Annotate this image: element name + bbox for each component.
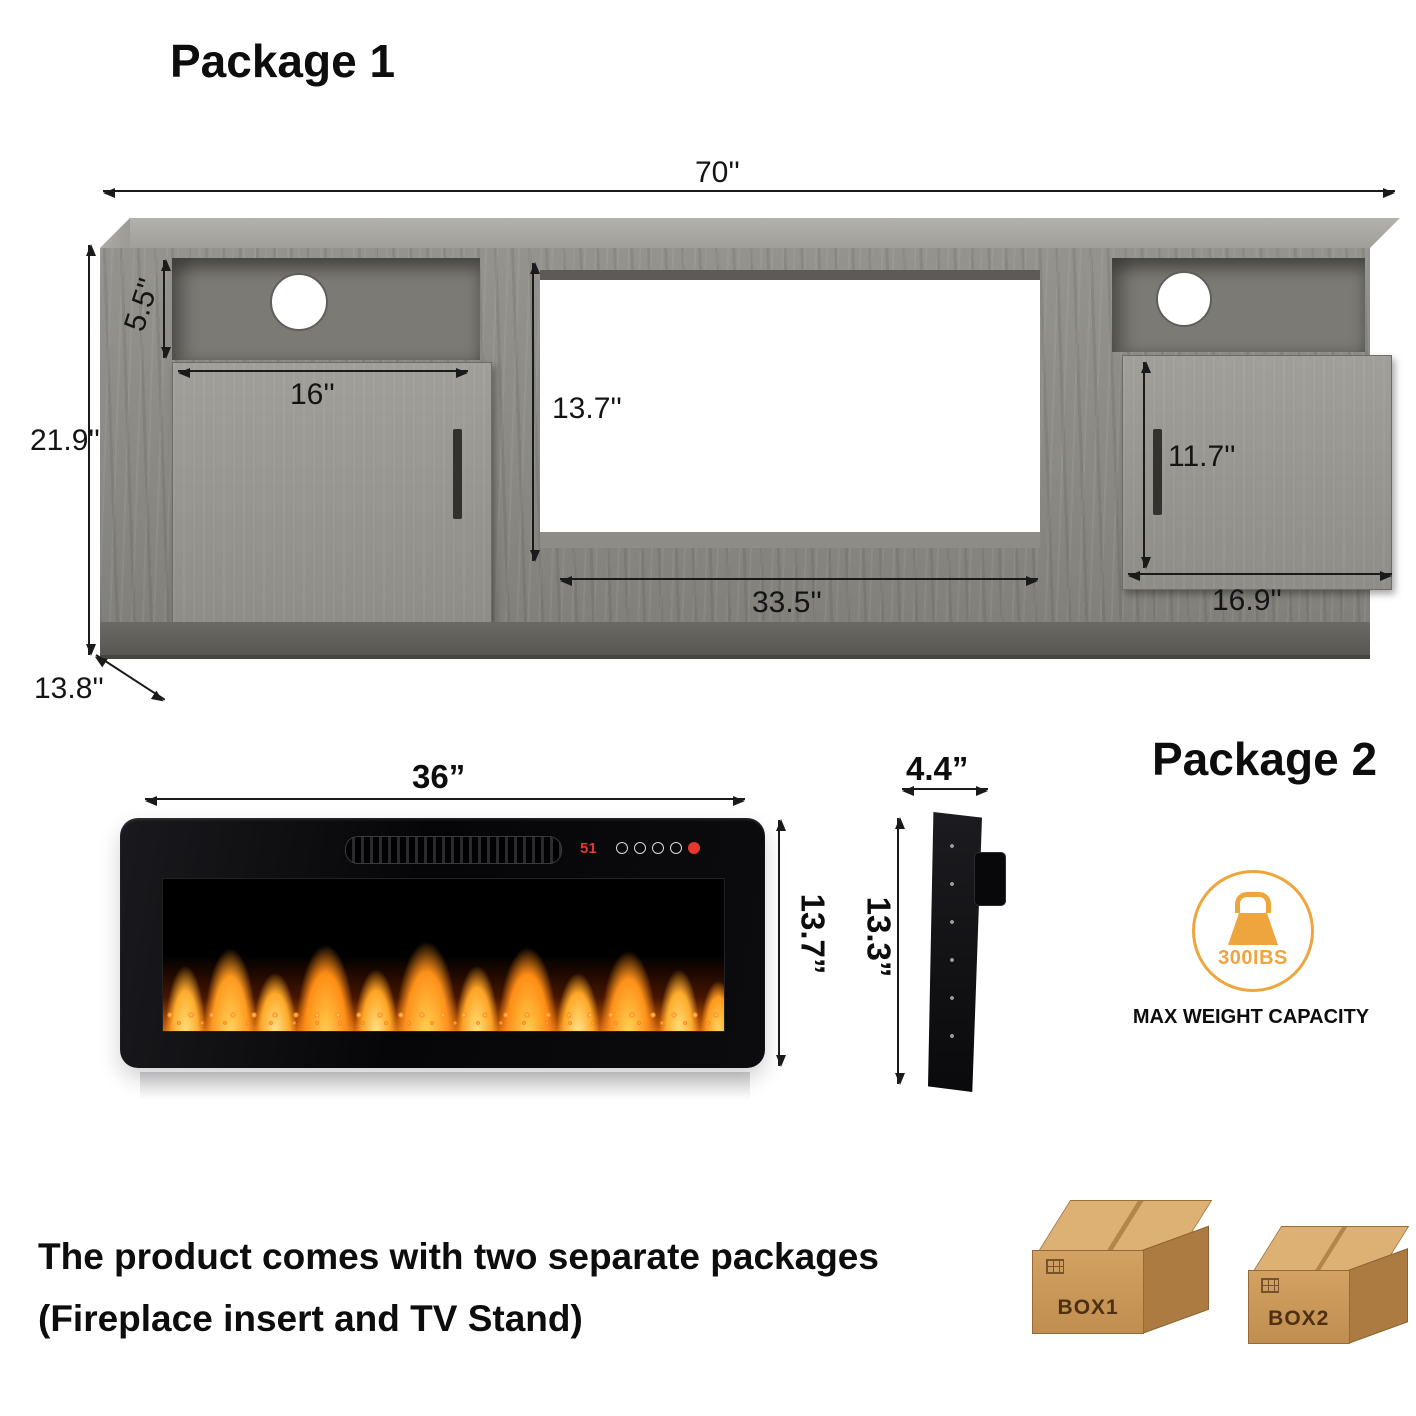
dim-arrow-fireplace-height xyxy=(776,819,786,1067)
dim-arrow-total-height xyxy=(86,244,96,656)
dim-arrow-opening-height xyxy=(530,262,540,562)
weight-capacity-value: 300IBS xyxy=(1218,947,1288,969)
dim-arrow-fireplace-depth xyxy=(902,786,988,796)
fireplace-front-view: 51 xyxy=(120,818,765,1068)
dim-label-total-height: 21.9'' xyxy=(30,424,100,457)
weight-icon xyxy=(1235,892,1271,913)
door-handle-icon xyxy=(453,429,462,519)
flames-graphic xyxy=(163,879,724,1031)
dim-arrow-fireplace-side-height xyxy=(895,817,905,1085)
fireplace-side-view xyxy=(928,812,982,1092)
dim-label-left-door-width: 16'' xyxy=(290,378,335,411)
dim-label-fireplace-depth: 4.4” xyxy=(906,750,969,787)
dim-arrow-shelf-height xyxy=(161,259,171,359)
cable-hole-icon xyxy=(1156,271,1212,327)
footer-text-line1: The product comes with two separate pack… xyxy=(38,1236,879,1277)
ember-bed-graphic xyxy=(163,1007,724,1031)
right-open-shelf xyxy=(1112,258,1365,352)
control-button-icon xyxy=(670,842,682,854)
box1-label: BOX1 xyxy=(1057,1295,1119,1319)
dim-arrow-depth xyxy=(95,654,166,701)
dim-label-right-door-height: 11.7'' xyxy=(1168,440,1236,473)
box2-illustration: BOX2 xyxy=(1248,1226,1410,1344)
shipping-marks-icon xyxy=(1260,1277,1279,1293)
shipping-marks-icon xyxy=(1046,1258,1065,1274)
weight-capacity-badge: 300IBS xyxy=(1192,870,1314,992)
fireplace-control-icons xyxy=(616,842,700,854)
dim-arrow-opening-width xyxy=(560,576,1038,586)
dim-label-right-door-width: 16.9'' xyxy=(1212,584,1282,617)
fireplace-flame-window xyxy=(162,878,725,1032)
left-cabinet-door xyxy=(172,362,492,624)
door-handle-icon xyxy=(1153,429,1162,515)
dim-label-fireplace-height: 13.7” xyxy=(794,893,832,975)
box1-illustration: BOX1 xyxy=(1032,1200,1212,1334)
dim-arrow-fireplace-width xyxy=(145,796,745,806)
package2-title: Package 2 xyxy=(1152,733,1378,785)
dim-arrow-left-door-width xyxy=(178,368,468,378)
dim-label-opening-height: 13.7'' xyxy=(552,392,622,425)
left-open-shelf xyxy=(172,258,480,360)
box-front-face: BOX1 xyxy=(1032,1250,1145,1334)
dim-arrow-right-door-width xyxy=(1128,571,1392,581)
tv-stand-front xyxy=(100,248,1392,659)
cable-hole-icon xyxy=(270,273,328,331)
tv-stand-base xyxy=(100,622,1370,659)
fireplace-temp-display: 51 xyxy=(580,840,597,857)
weight-capacity-caption: MAX WEIGHT CAPACITY xyxy=(1132,1006,1370,1028)
package1-title: Package 1 xyxy=(170,35,396,87)
weight-icon-body xyxy=(1228,913,1278,945)
control-button-icon xyxy=(652,842,664,854)
footer-text-line2: (Fireplace insert and TV Stand) xyxy=(38,1298,583,1339)
box2-label: BOX2 xyxy=(1268,1307,1330,1331)
fireplace-vent-icon xyxy=(345,836,562,864)
center-opening-floor xyxy=(540,532,1040,548)
control-button-icon xyxy=(616,842,628,854)
box-front-face: BOX2 xyxy=(1248,1270,1350,1344)
center-opening xyxy=(540,270,1040,548)
mounting-bracket-icon xyxy=(974,852,1006,906)
dim-label-opening-width: 33.5'' xyxy=(752,586,822,619)
dim-label-fireplace-side-height: 13.3” xyxy=(860,896,898,978)
tv-stand-top-surface xyxy=(100,218,1400,248)
dim-label-fireplace-width: 36” xyxy=(412,758,466,795)
control-button-icon xyxy=(634,842,646,854)
dim-label-depth: 13.8'' xyxy=(34,672,104,705)
fireplace-reflection xyxy=(140,1072,750,1100)
right-cabinet-door xyxy=(1122,355,1392,590)
screws-icon xyxy=(948,840,956,1066)
dim-arrow-right-door-height xyxy=(1141,361,1151,569)
power-button-icon xyxy=(688,842,700,854)
dim-label-total-width: 70'' xyxy=(695,156,740,189)
dim-arrow-total-width xyxy=(103,188,1395,198)
